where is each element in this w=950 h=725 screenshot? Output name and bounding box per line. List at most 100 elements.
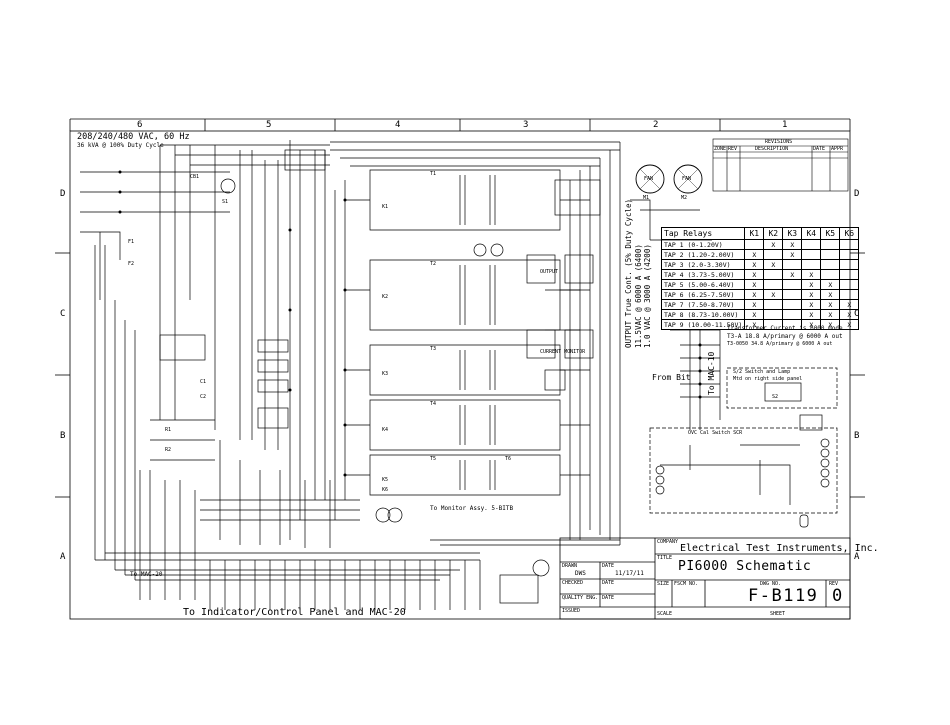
relay-mark: X [782, 269, 803, 280]
component-label: T4 [430, 401, 437, 407]
relay-mark [839, 249, 860, 260]
tap-range: TAP 8 (8.73-10.00V) [660, 309, 746, 320]
revision-col-description: DESCRIPTION [755, 146, 789, 152]
tap-range: TAP 6 (6.25-7.50V) [660, 289, 746, 300]
drawing-revision: 0 [832, 586, 844, 606]
fan-label: FAN [682, 176, 692, 182]
drawn-by: DWS [575, 570, 586, 577]
relay-mark [782, 279, 803, 290]
relay-mark: X [801, 309, 822, 320]
title-block [559, 537, 851, 620]
size-field-label: SIZE [657, 581, 670, 587]
relay-mark: X [801, 279, 822, 290]
zone-row-c-left: C [60, 309, 66, 319]
transformer-note-line3: T3-0050 34.8 A/primary @ 6000 A out [727, 341, 833, 347]
drawing-number: F-B119 [748, 586, 819, 606]
to-mac-label: To MAC-10 [707, 351, 716, 395]
relay-mark [763, 299, 784, 310]
zone-row-d-left: D [60, 189, 66, 199]
component-label: R1 [165, 427, 172, 433]
from-bit-label: From Bit [652, 373, 691, 382]
zone-column-1: 1 [782, 120, 788, 130]
output-section-label: OUTPUT [540, 269, 559, 275]
output-rating-line1: OUTPUT True Cont. (5% Duty Cycle) [624, 198, 633, 348]
relay-mark: X [839, 319, 860, 330]
date-field-label: DATE [602, 563, 615, 569]
relay-column-header: K6 [839, 227, 860, 240]
relay-mark: X [801, 269, 822, 280]
relay-mark [801, 259, 822, 270]
transformer-note-line1: Transformer Current is 6000 mode [727, 325, 843, 332]
component-label: C1 [200, 379, 207, 385]
checked-field-label: CHECKED [562, 580, 584, 586]
relay-mark [839, 269, 860, 280]
relay-mark [763, 279, 784, 290]
ovc-cal-label: OVC Cal Switch SCR [688, 430, 743, 436]
rev-field-label: REV [829, 581, 839, 587]
s2-switch-label: S/2 Switch and Lamp [733, 369, 791, 375]
component-label: T6 [505, 456, 512, 462]
component-label: T1 [430, 171, 437, 177]
zone-column-3: 3 [523, 120, 529, 130]
relay-mark: X [820, 299, 841, 310]
title-field-label: TITLE [657, 555, 673, 561]
relay-mark [820, 239, 841, 250]
relay-column-header: K1 [744, 227, 765, 240]
component-label: T3 [430, 346, 437, 352]
tap-range: TAP 4 (3.73-5.00V) [660, 269, 746, 280]
relay-mark: X [744, 249, 765, 260]
drawing-date: 11/17/11 [615, 570, 644, 577]
component-label: R2 [165, 447, 172, 453]
component-label: C2 [200, 394, 207, 400]
relay-table-title: Tap Relays [660, 227, 746, 240]
supply-voltage: 208/240/480 VAC, 60 Hz [77, 132, 190, 142]
component-label: M2 [681, 195, 688, 201]
relay-mark [782, 309, 803, 320]
relay-mark: X [820, 289, 841, 300]
relay-mark: X [744, 269, 765, 280]
relay-column-header: K3 [782, 227, 803, 240]
relay-mark: X [820, 279, 841, 290]
relay-mark [744, 239, 765, 250]
zone-row-a-left: A [60, 552, 66, 562]
relay-mark [839, 239, 860, 250]
relay-column-header: K2 [763, 227, 784, 240]
to-monitor-assy-label: To Monitor Assy. 5-BITB [430, 505, 514, 512]
relay-mark [763, 309, 784, 320]
component-label: F2 [128, 261, 135, 267]
revision-header: REVISIONS [765, 139, 793, 145]
output-rating: OUTPUT True Cont. (5% Duty Cycle) 11.5VA… [624, 198, 652, 348]
dwg-no-field-label: DWG NO. [760, 581, 782, 587]
output-rating-line2: 11.5VAC @ 6000 A (6400) [633, 244, 643, 348]
checked-date-label: DATE [602, 580, 615, 586]
output-rating-line3: 1.0 VAC @ 3000 A (4200) [643, 244, 652, 348]
component-label: K5 [382, 477, 389, 483]
relay-mark: X [763, 289, 784, 300]
tap-range: TAP 2 (1.20-2.00V) [660, 249, 746, 260]
relay-mark [782, 289, 803, 300]
relay-column-header: K5 [820, 227, 841, 240]
zone-row-b-right: B [854, 431, 860, 441]
revision-col-zone: ZONE [714, 146, 727, 152]
revision-col-date: DATE [813, 146, 826, 152]
component-label: T5 [430, 456, 437, 462]
component-label: K2 [382, 294, 389, 300]
relay-mark [763, 249, 784, 260]
wiring [80, 140, 838, 610]
relay-mark: X [763, 259, 784, 270]
relay-mark [782, 299, 803, 310]
component-label: K1 [382, 204, 389, 210]
relay-mark [782, 259, 803, 270]
tap-range: TAP 9 (10.00-11.50V) [660, 319, 746, 330]
relay-mark: X [782, 239, 803, 250]
revision-col-appr: APPR [831, 146, 844, 152]
relay-mark [801, 249, 822, 260]
relay-mark [820, 269, 841, 280]
component-label: T2 [430, 261, 437, 267]
